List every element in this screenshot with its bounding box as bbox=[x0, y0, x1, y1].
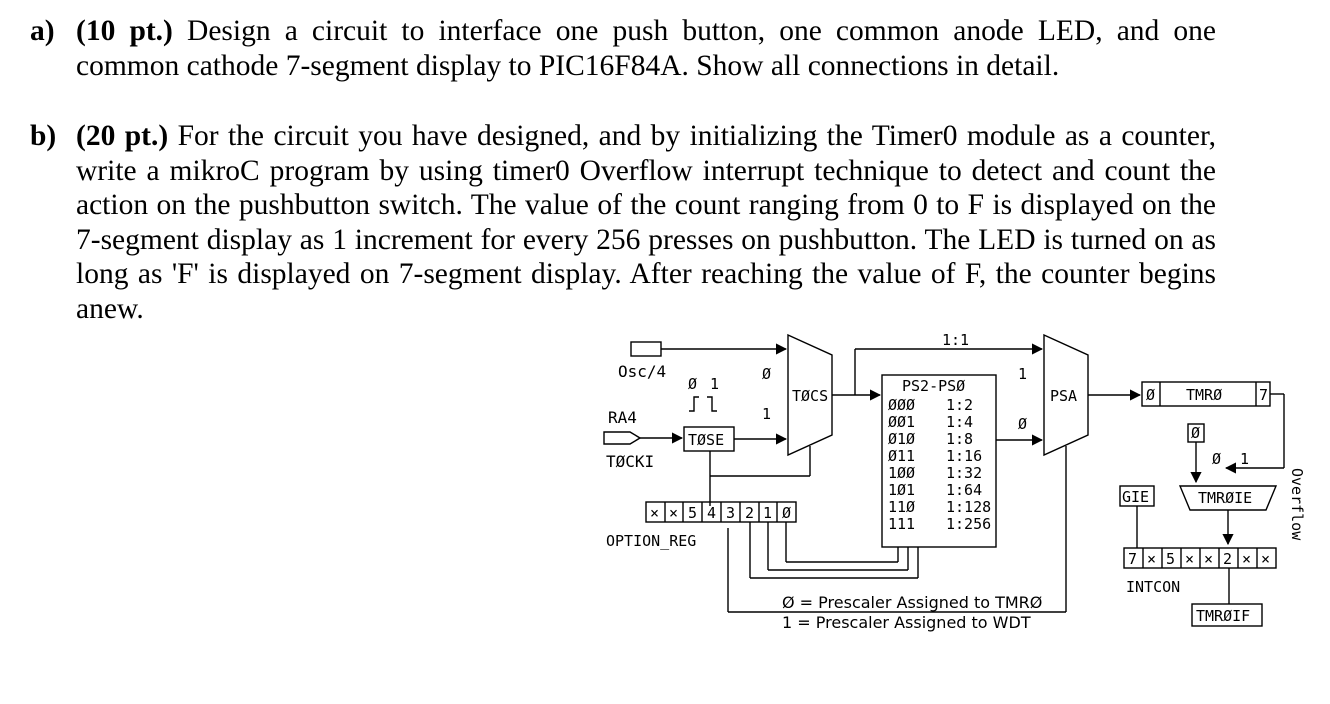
intcon-bit: × bbox=[1261, 550, 1270, 568]
intcon-bit: × bbox=[1204, 550, 1213, 568]
and-zero-label: Ø bbox=[1212, 450, 1221, 468]
prescaler-title: PS2-PSØ bbox=[902, 377, 965, 395]
edge-one-label: 1 bbox=[710, 375, 719, 393]
intcon-label: INTCON bbox=[1126, 578, 1180, 596]
question-b-label: b) bbox=[30, 120, 57, 152]
legend-line-1: Ø = Prescaler Assigned to TMRØ bbox=[782, 593, 1042, 612]
tmr0-low-bit: Ø bbox=[1146, 386, 1155, 404]
prescaler-ratio: 1:2 bbox=[946, 396, 973, 414]
prescaler-code: 1ØØ bbox=[888, 464, 915, 482]
option-bit: Ø bbox=[782, 504, 791, 522]
edge-zero-label: Ø bbox=[688, 375, 697, 393]
ra4-pin-symbol bbox=[603, 431, 642, 445]
prescaler-code: 111 bbox=[888, 515, 915, 533]
mux1-shape bbox=[787, 333, 833, 457]
tmr0ie-bit-label: Ø bbox=[1191, 424, 1200, 442]
rising-edge-icon bbox=[689, 396, 699, 412]
tmr0ie-label: TMRØIE bbox=[1198, 489, 1252, 507]
falling-edge-icon bbox=[707, 396, 717, 412]
prescaler-code: 1Ø1 bbox=[888, 481, 915, 499]
tmr0ie-gate bbox=[1178, 485, 1278, 511]
osc-symbol bbox=[630, 341, 662, 357]
prescaler-code: ØØ1 bbox=[888, 413, 915, 431]
prescaler-ratio: 1:256 bbox=[946, 515, 991, 533]
intcon-bit: × bbox=[1147, 550, 1156, 568]
ra4-label: RA4 bbox=[608, 408, 637, 427]
and-one-label: 1 bbox=[1240, 450, 1249, 468]
question-a-label: a) bbox=[30, 15, 55, 47]
tose-label: TØSE bbox=[688, 431, 724, 449]
mux1-one-label: 1 bbox=[762, 405, 771, 423]
tmr0if-box bbox=[1191, 603, 1263, 627]
prescaler-ratio: 1:16 bbox=[946, 447, 982, 465]
option-bit: 3 bbox=[726, 504, 735, 522]
mux2-one-label: 1 bbox=[1018, 365, 1027, 383]
intcon-bits: 7 × 5 × × 2 × × bbox=[1128, 550, 1270, 568]
prescaler-table: ØØØ 1:2 ØØ1 1:4 Ø1Ø 1:8 Ø11 1:16 1ØØ 1:3… bbox=[888, 396, 991, 533]
prescaler-code: Ø1Ø bbox=[888, 430, 915, 448]
tocki-label: TØCKI bbox=[606, 452, 654, 471]
option-bit: × bbox=[650, 504, 659, 522]
option-bit: 4 bbox=[707, 504, 716, 522]
prescaler-code: ØØØ bbox=[888, 396, 915, 414]
option-bit: × bbox=[669, 504, 678, 522]
question-a: a) (10 pt.) Design a circuit to interfac… bbox=[30, 14, 1216, 83]
legend-line-2: 1 = Prescaler Assigned to WDT bbox=[782, 613, 1031, 632]
question-a-points: (10 pt.) bbox=[76, 15, 173, 47]
osc-label: Osc/4 bbox=[618, 362, 666, 381]
option-reg-bits: × × 5 4 3 2 1 Ø bbox=[650, 504, 791, 522]
option-bit: 2 bbox=[745, 504, 754, 522]
tmr0-label: TMRØ bbox=[1186, 386, 1222, 404]
question-b: b) (20 pt.) For the circuit you have des… bbox=[30, 119, 1216, 326]
question-b-body: (20 pt.) For the circuit you have design… bbox=[76, 119, 1216, 326]
mux1-zero-label: Ø bbox=[762, 365, 771, 383]
ratio-top-label: 1:1 bbox=[942, 331, 969, 349]
intcon-bit: × bbox=[1242, 550, 1251, 568]
prescaler-ratio: 1:64 bbox=[946, 481, 982, 499]
intcon-bit: × bbox=[1185, 550, 1194, 568]
question-b-text: For the circuit you have designed, and b… bbox=[76, 120, 1216, 325]
prescaler-ratio: 1:32 bbox=[946, 464, 982, 482]
prescaler-ratio: 1:128 bbox=[946, 498, 991, 516]
option-bit: 5 bbox=[688, 504, 697, 522]
psa-label: PSA bbox=[1050, 387, 1077, 405]
question-a-text: Design a circuit to interface one push b… bbox=[76, 15, 1217, 82]
question-b-points: (20 pt.) bbox=[76, 120, 169, 152]
tmr0-high-bit: 7 bbox=[1259, 386, 1268, 404]
intcon-bit: 7 bbox=[1128, 550, 1137, 568]
overflow-label: Overflow bbox=[1288, 468, 1306, 541]
gie-label: GIE bbox=[1122, 488, 1149, 506]
mux2-shape bbox=[1043, 333, 1089, 457]
tmr0if-label: TMRØIF bbox=[1196, 607, 1250, 625]
prescaler-code: 11Ø bbox=[888, 498, 915, 516]
option-bit: 1 bbox=[763, 504, 772, 522]
prescaler-code: Ø11 bbox=[888, 447, 915, 465]
intcon-bit: 5 bbox=[1166, 550, 1175, 568]
tocs-label: TØCS bbox=[792, 387, 828, 405]
question-a-body: (10 pt.) Design a circuit to interface o… bbox=[76, 14, 1216, 83]
prescaler-box bbox=[881, 374, 997, 548]
mux2-zero-label: Ø bbox=[1018, 415, 1027, 433]
intcon-bit: 2 bbox=[1223, 550, 1232, 568]
prescaler-ratio: 1:4 bbox=[946, 413, 973, 431]
option-reg-label: OPTION_REG bbox=[606, 532, 696, 550]
prescaler-ratio: 1:8 bbox=[946, 430, 973, 448]
overflow-text-group: Overflow bbox=[1288, 468, 1306, 541]
